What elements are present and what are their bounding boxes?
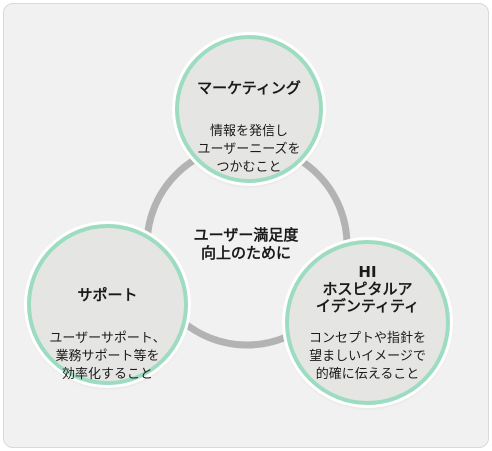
node-support-description: ユーザーサポート、 業務サポート等を 効率化すること: [49, 331, 166, 382]
node-marketing-title: マーケティング: [197, 79, 301, 97]
node-hospital-identity: HI ホスピタルア イデンティティ コンセプトや指針を 望ましいイメージで 的確…: [285, 240, 450, 405]
node-support: サポート ユーザーサポート、 業務サポート等を 効率化すること: [27, 224, 188, 385]
node-support-title: サポート: [77, 286, 138, 304]
node-hospital-identity-description: コンセプトや指針を 望ましいイメージで 的確に伝えること: [308, 331, 426, 382]
node-marketing: マーケティング 情報を発信し ユーザーニーズを つかむこと: [175, 35, 323, 183]
center-label: ユーザー満足度 向上のために: [193, 226, 299, 262]
node-marketing-description: 情報を発信し ユーザーニーズを つかむこと: [197, 124, 301, 175]
node-hospital-identity-title: HI ホスピタルア イデンティティ: [315, 263, 420, 315]
